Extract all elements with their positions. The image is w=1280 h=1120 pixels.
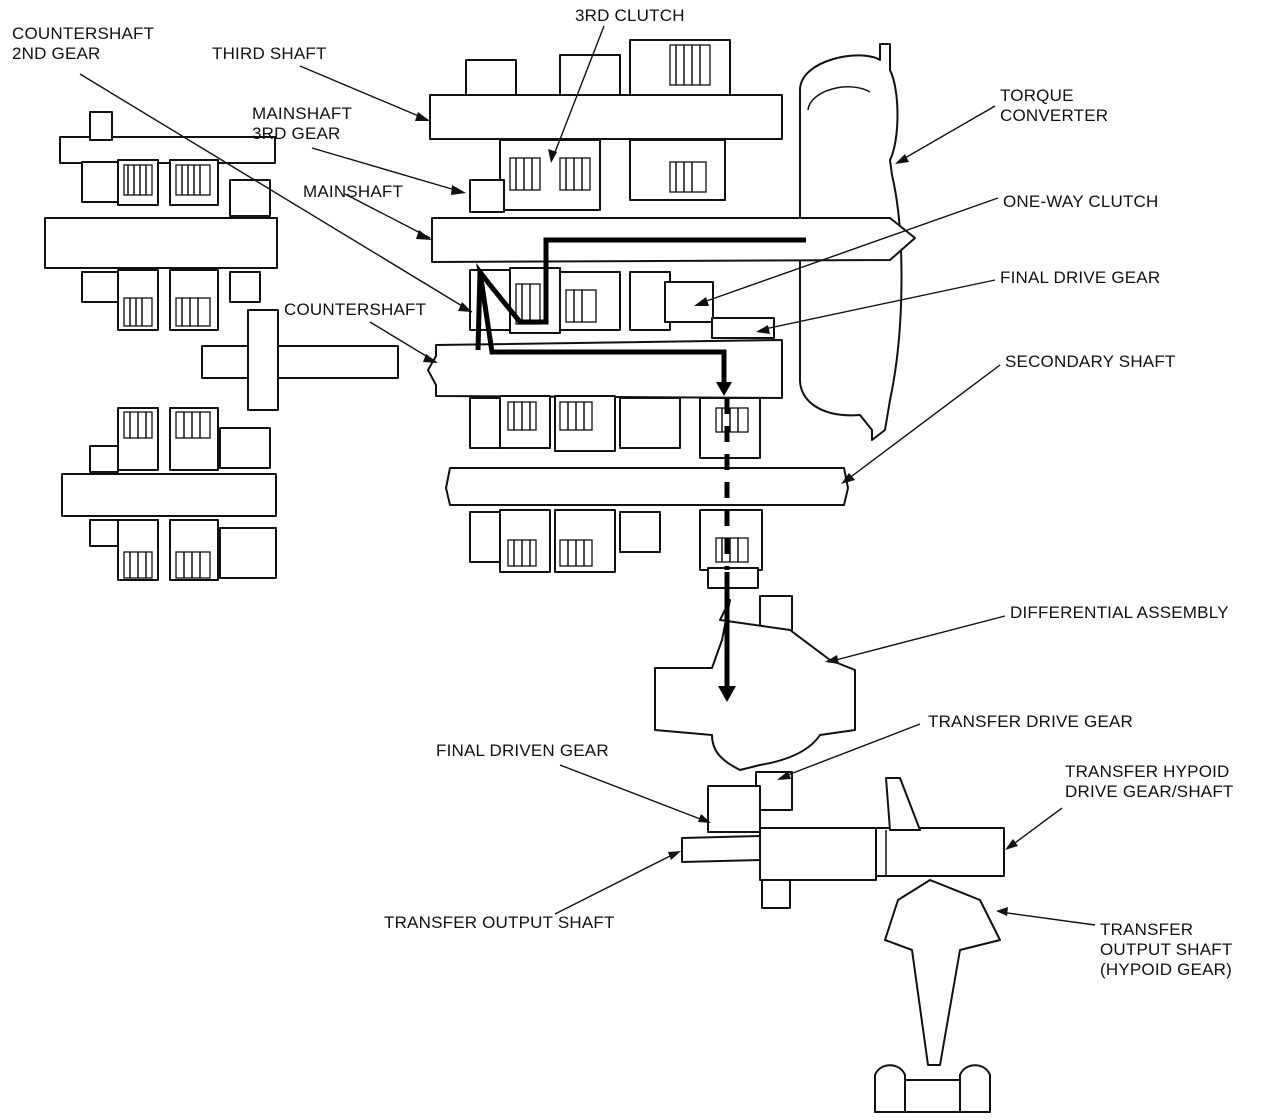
left-middle-shaft bbox=[201, 309, 399, 411]
transfer-output-shaft-hypoid-gear bbox=[874, 879, 1001, 1113]
transfer-output-shaft bbox=[681, 827, 877, 909]
label-transfer-output-shaft-hypoid-gear: TRANSFER OUTPUT SHAFT (HYPOID GEAR) bbox=[1100, 920, 1233, 979]
secondary-shaft-upper-gears bbox=[469, 395, 761, 459]
label-transfer-drive-gear: TRANSFER DRIVE GEAR bbox=[928, 712, 1133, 731]
third-clutch bbox=[499, 139, 726, 211]
label-mainshaft-3rd-gear: MAINSHAFT 3RD GEAR bbox=[252, 104, 353, 143]
power-flow-path bbox=[475, 237, 806, 702]
label-transfer-output-shaft: TRANSFER OUTPUT SHAFT bbox=[384, 913, 615, 932]
label-mainshaft: MAINSHAFT bbox=[303, 182, 404, 201]
left-lower-shaft-assembly bbox=[61, 407, 277, 581]
left-upper-shaft-assembly bbox=[44, 111, 278, 331]
label-final-driven-gear: FINAL DRIVEN GEAR bbox=[436, 741, 609, 760]
secondary-shaft-lower-gears bbox=[469, 509, 763, 573]
mainshaft-3rd-gear bbox=[469, 179, 505, 213]
label-one-way-clutch: ONE-WAY CLUTCH bbox=[1003, 192, 1159, 211]
label-3rd-clutch: 3RD CLUTCH bbox=[575, 6, 685, 25]
label-countershaft: COUNTERSHAFT bbox=[284, 300, 427, 319]
clutch-pack bbox=[123, 164, 211, 327]
final-driven-gear-and-transfer-drive-gear bbox=[707, 771, 793, 833]
differential-assembly bbox=[654, 567, 856, 771]
label-differential-assembly: DIFFERENTIAL ASSEMBLY bbox=[1010, 603, 1229, 622]
label-third-shaft: THIRD SHAFT bbox=[212, 44, 327, 63]
leader-lines bbox=[79, 25, 1096, 926]
countershaft bbox=[427, 339, 783, 399]
secondary-shaft bbox=[445, 467, 849, 506]
flow-arrow-head bbox=[716, 382, 732, 396]
transfer-hypoid-drive-gear-shaft bbox=[875, 777, 1005, 877]
flow-arrow-head bbox=[718, 686, 736, 702]
one-way-clutch-and-gears bbox=[469, 267, 775, 339]
label-final-drive-gear: FINAL DRIVE GEAR bbox=[1000, 268, 1161, 287]
label-countershaft-2nd-gear: COUNTERSHAFT 2ND GEAR bbox=[12, 24, 155, 63]
label-transfer-hypoid-drive-gear-shaft: TRANSFER HYPOID DRIVE GEAR/SHAFT bbox=[1065, 762, 1234, 801]
label-secondary-shaft: SECONDARY SHAFT bbox=[1005, 352, 1176, 371]
third-shaft-assembly bbox=[429, 39, 783, 140]
label-torque-converter: TORQUE CONVERTER bbox=[1000, 86, 1109, 125]
